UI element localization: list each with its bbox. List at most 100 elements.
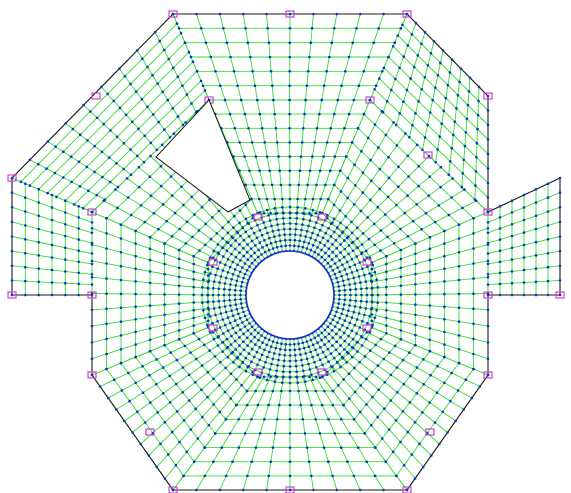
mesh-node (217, 252, 220, 256)
mesh-node (131, 120, 134, 124)
mesh-node (288, 359, 292, 363)
mesh-node (276, 364, 279, 367)
mesh-node (345, 326, 349, 330)
mesh-node (387, 55, 390, 59)
mesh-node (357, 312, 361, 315)
mesh-node (464, 131, 468, 134)
mesh-node (268, 350, 271, 354)
mesh-node (136, 410, 139, 414)
mesh-node (64, 281, 67, 285)
mesh-node (288, 197, 292, 201)
mesh-node (54, 145, 57, 148)
mesh-node (510, 281, 514, 285)
mesh-node (288, 127, 291, 130)
mesh-node (235, 230, 239, 234)
mesh-node (381, 111, 385, 114)
mesh-node (413, 477, 417, 480)
mesh-node (332, 369, 336, 373)
mesh-node (378, 187, 382, 191)
mesh-node (176, 115, 180, 118)
mesh-node (379, 249, 382, 252)
mesh-node (105, 337, 108, 341)
mesh-node (558, 293, 562, 297)
mesh-node (181, 123, 185, 127)
mesh-node (308, 219, 312, 222)
mesh-node (235, 356, 239, 360)
mesh-node (374, 343, 378, 347)
mesh-node (434, 86, 437, 89)
mesh-node (472, 292, 475, 296)
mesh-node (376, 286, 380, 289)
mesh-node (177, 293, 181, 296)
mesh-node (64, 258, 67, 261)
mesh-node (239, 298, 242, 301)
left-wing-line (83, 104, 145, 163)
mesh-node (119, 264, 123, 268)
mesh-node (167, 57, 170, 61)
mesh-node (201, 84, 205, 87)
mesh-node (316, 233, 320, 237)
mesh-node (90, 227, 94, 230)
mesh-node (311, 155, 314, 158)
mesh-node (359, 209, 363, 213)
mesh-node (227, 220, 230, 224)
mesh-node (333, 314, 337, 318)
mesh-node (373, 270, 377, 274)
mesh-node (268, 55, 272, 59)
mesh-node (329, 127, 333, 130)
mesh-node (428, 327, 432, 330)
mesh-node (284, 244, 288, 247)
mesh-node (323, 244, 327, 247)
mesh-node (282, 370, 285, 374)
support-marker (362, 324, 372, 332)
mesh-node (358, 360, 362, 364)
mesh-node (260, 233, 264, 237)
mesh-node (245, 389, 249, 393)
mesh-node (281, 197, 284, 201)
mesh-node (351, 249, 355, 253)
mesh-node (298, 239, 301, 243)
mesh-node (297, 389, 300, 393)
mesh-node (343, 127, 346, 130)
mesh-node (355, 318, 359, 321)
mesh-node (276, 223, 279, 226)
mesh-node (406, 235, 410, 238)
mesh-node (338, 209, 342, 212)
mesh-node (267, 214, 270, 217)
mesh-node (299, 155, 303, 158)
mesh-node (412, 65, 416, 69)
mesh-node (325, 70, 329, 73)
mesh-node (257, 248, 260, 252)
mesh-node (461, 172, 465, 175)
mesh-node (275, 245, 279, 249)
mesh-node (459, 67, 463, 70)
mesh-node (341, 356, 345, 360)
mesh-node (166, 453, 170, 456)
mesh-node (355, 255, 359, 258)
mesh-node (310, 214, 313, 217)
mesh-node (401, 23, 404, 27)
mesh-node (318, 432, 322, 435)
mesh-node (356, 237, 359, 240)
mesh-node (252, 231, 256, 235)
mesh-node (77, 227, 80, 230)
mesh-node (403, 211, 407, 215)
mesh-node (402, 55, 406, 58)
mesh-node (260, 353, 264, 357)
mesh-node (225, 240, 229, 244)
mesh-node (87, 189, 90, 192)
mesh-node (134, 305, 137, 309)
mesh-node (245, 269, 249, 272)
mesh-node (288, 205, 292, 209)
mesh-node (486, 181, 490, 185)
mesh-node (330, 329, 334, 332)
mesh-node (510, 258, 514, 261)
mesh-node (267, 41, 271, 44)
mesh-node (320, 248, 323, 252)
mesh-node (446, 431, 449, 434)
mesh-node (257, 338, 260, 342)
mesh-node (277, 358, 280, 362)
mesh-node (184, 121, 187, 124)
mesh-node (358, 12, 362, 16)
mesh-node (281, 211, 285, 215)
